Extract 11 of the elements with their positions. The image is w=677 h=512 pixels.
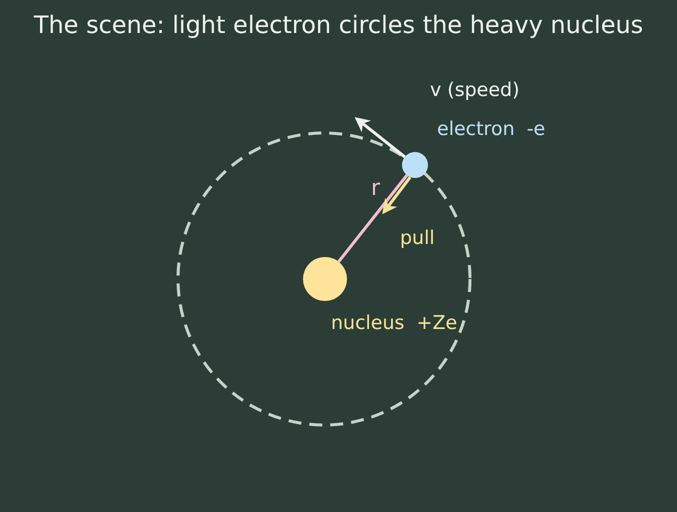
edge-label: r: [371, 178, 380, 200]
electron-circle: [402, 152, 428, 178]
arrow: [354, 117, 406, 158]
radius-line: [337, 174, 408, 263]
edge-label: pull: [400, 229, 435, 248]
node-caption: nucleus +Ze: [331, 314, 458, 333]
arrow: [382, 176, 412, 214]
title: The scene: light electron circles the heavy nucleus: [32, 13, 644, 37]
edge-label: v (speed): [430, 81, 520, 100]
nucleus-circle: [303, 257, 347, 301]
node-caption: electron -e: [437, 120, 546, 139]
